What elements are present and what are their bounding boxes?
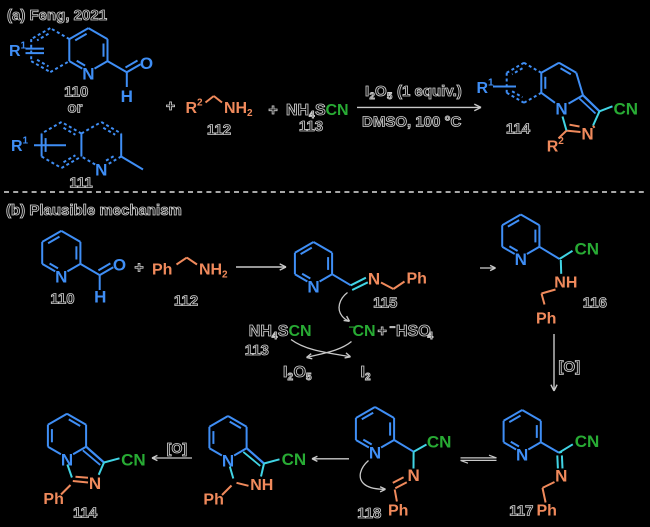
- svg-text:O: O: [113, 256, 126, 275]
- svg-text:2: 2: [197, 98, 203, 109]
- svg-text:2: 2: [558, 136, 564, 147]
- svg-text:DMSO, 100 °C: DMSO, 100 °C: [362, 114, 462, 131]
- svg-text:N: N: [368, 269, 380, 288]
- svg-text:H: H: [121, 87, 133, 106]
- svg-text:1: 1: [23, 136, 29, 147]
- svg-text:2: 2: [365, 372, 371, 383]
- svg-text:N: N: [222, 452, 234, 471]
- svg-text:NH: NH: [286, 102, 309, 119]
- svg-text:or: or: [68, 100, 83, 117]
- svg-text:NH: NH: [250, 477, 273, 494]
- svg-text:−: −: [349, 323, 355, 334]
- svg-text:Ph: Ph: [536, 311, 556, 328]
- svg-text:O: O: [294, 364, 306, 381]
- svg-text:2: 2: [288, 372, 294, 383]
- svg-text:NH: NH: [249, 323, 272, 340]
- svg-text:[O]: [O]: [167, 440, 187, 456]
- svg-text:(1 equiv.): (1 equiv.): [397, 83, 462, 100]
- svg-text:112: 112: [174, 293, 198, 310]
- svg-text:N: N: [516, 446, 528, 465]
- svg-text:−: −: [390, 323, 396, 334]
- svg-text:N: N: [89, 474, 101, 493]
- svg-text:I: I: [361, 364, 365, 381]
- svg-text:N: N: [95, 161, 107, 180]
- svg-text:R: R: [477, 80, 489, 97]
- svg-text:N: N: [515, 250, 527, 269]
- svg-text:I: I: [365, 83, 369, 100]
- svg-text:N: N: [61, 450, 73, 469]
- svg-text:112: 112: [207, 122, 231, 139]
- svg-text:Ph: Ph: [43, 491, 63, 508]
- svg-text:111: 111: [69, 175, 92, 192]
- svg-text:118: 118: [357, 505, 381, 522]
- svg-text:NH: NH: [554, 274, 577, 291]
- svg-text:N: N: [555, 467, 567, 486]
- svg-text:H: H: [94, 288, 106, 307]
- svg-text:N: N: [581, 125, 593, 144]
- svg-text:113: 113: [245, 342, 269, 359]
- svg-text:CN: CN: [326, 102, 349, 119]
- svg-text:(b) Plausible mechanism: (b) Plausible mechanism: [6, 202, 182, 219]
- svg-text:114: 114: [73, 505, 98, 522]
- svg-text:4: 4: [272, 331, 278, 342]
- svg-text:110: 110: [64, 84, 88, 101]
- svg-text:N: N: [407, 466, 419, 485]
- svg-text:Ph: Ph: [388, 503, 408, 520]
- svg-text:2: 2: [222, 269, 228, 280]
- svg-text:Ph: Ph: [407, 271, 427, 288]
- svg-text:O: O: [140, 54, 153, 73]
- svg-text:110: 110: [50, 290, 74, 307]
- svg-text:+: +: [268, 102, 277, 119]
- svg-text:+: +: [134, 260, 143, 277]
- svg-text:2: 2: [247, 108, 253, 119]
- svg-text:Ph: Ph: [537, 502, 557, 519]
- svg-text:NH: NH: [199, 261, 222, 278]
- svg-text:+: +: [378, 323, 387, 340]
- svg-text:R: R: [9, 43, 21, 60]
- svg-text:1: 1: [21, 41, 27, 52]
- svg-text:NH: NH: [224, 100, 247, 117]
- svg-text:O: O: [375, 83, 387, 100]
- svg-text:4: 4: [309, 110, 315, 121]
- svg-text:5: 5: [306, 372, 312, 383]
- svg-text:114: 114: [506, 121, 531, 138]
- svg-text:R: R: [11, 138, 23, 155]
- svg-text:I: I: [283, 364, 287, 381]
- svg-text:S: S: [278, 323, 289, 340]
- svg-text:CN: CN: [614, 100, 639, 119]
- svg-text:117: 117: [509, 503, 533, 520]
- svg-text:CN: CN: [353, 323, 376, 340]
- svg-text:N: N: [369, 444, 381, 463]
- svg-text:N: N: [82, 65, 94, 84]
- svg-text:CN: CN: [427, 432, 452, 451]
- svg-text:+: +: [166, 98, 175, 115]
- svg-text:R: R: [186, 100, 198, 117]
- svg-text:Ph: Ph: [203, 492, 223, 509]
- svg-text:CN: CN: [575, 240, 600, 259]
- svg-text:5: 5: [387, 91, 393, 102]
- svg-text:N: N: [55, 268, 67, 287]
- svg-text:HSO: HSO: [396, 323, 431, 340]
- svg-text:[O]: [O]: [559, 359, 581, 376]
- svg-text:S: S: [315, 102, 326, 119]
- svg-text:R: R: [547, 139, 559, 156]
- svg-text:CN: CN: [121, 451, 146, 470]
- svg-text:115: 115: [373, 295, 397, 312]
- svg-text:CN: CN: [575, 432, 600, 451]
- svg-text:1: 1: [488, 78, 494, 89]
- svg-text:N: N: [307, 278, 319, 297]
- svg-text:CN: CN: [289, 323, 312, 340]
- svg-text:113: 113: [299, 118, 323, 135]
- svg-text:N: N: [555, 99, 567, 118]
- svg-text:4: 4: [428, 331, 434, 342]
- svg-text:Ph: Ph: [152, 261, 172, 278]
- svg-text:116: 116: [583, 294, 607, 311]
- svg-text:2: 2: [370, 91, 375, 102]
- svg-text:CN: CN: [282, 450, 307, 469]
- svg-text:(a) Feng, 2021: (a) Feng, 2021: [7, 7, 107, 24]
